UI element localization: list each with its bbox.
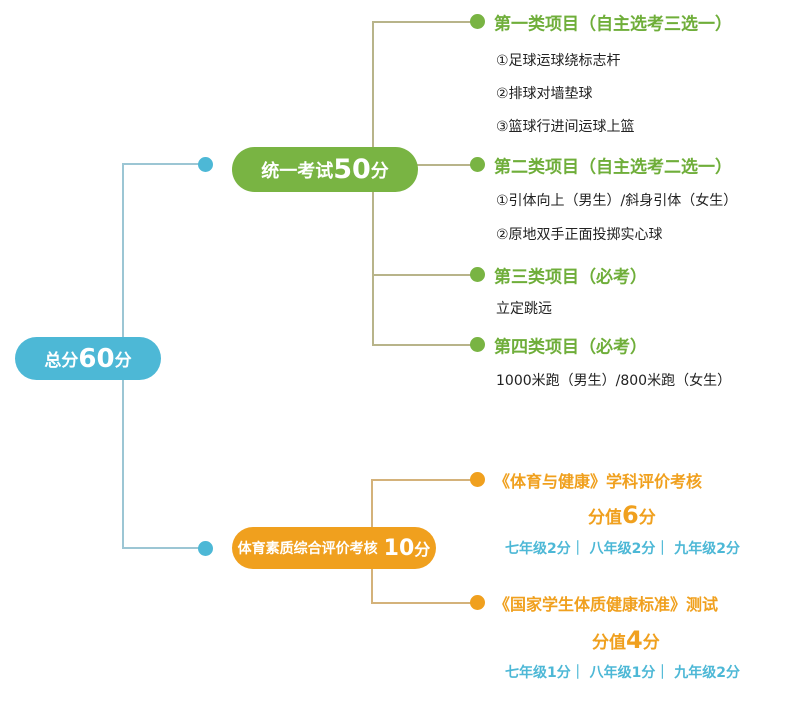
score-unit: 分 bbox=[642, 633, 660, 653]
node-dot bbox=[470, 157, 485, 172]
category-item: ②排球对墙垫球 bbox=[496, 86, 593, 102]
category-item: ①引体向上（男生）/斜身引体（女生） bbox=[496, 193, 738, 209]
quality-score: 10 bbox=[383, 535, 415, 561]
quality-unit: 分 bbox=[414, 540, 431, 559]
grade-breakdown: 七年级1分｜ 八年级1分｜ 九年级2分 bbox=[505, 665, 740, 681]
root-score: 60 bbox=[78, 343, 115, 374]
grade-breakdown: 七年级2分｜ 八年级2分｜ 九年级2分 bbox=[505, 541, 740, 557]
score-prefix: 分值 bbox=[592, 633, 626, 653]
score-unit: 分 bbox=[638, 508, 656, 528]
part-title: 《体育与健康》学科评价考核 bbox=[494, 472, 703, 491]
score-value: 6 bbox=[622, 501, 639, 529]
unified-score: 50 bbox=[333, 154, 371, 185]
node-dot bbox=[470, 595, 485, 610]
node-dot bbox=[470, 267, 485, 282]
category-title: 第一类项目（自主选考三选一） bbox=[494, 14, 732, 35]
unified-label: 统一考试 bbox=[261, 160, 334, 182]
root-unit: 分 bbox=[114, 351, 132, 371]
node-dot bbox=[470, 337, 485, 352]
category-title: 第二类项目（自主选考二选一） bbox=[494, 157, 732, 178]
category-item: 立定跳远 bbox=[496, 301, 552, 317]
connector bbox=[372, 274, 472, 276]
connector bbox=[372, 344, 472, 346]
connector bbox=[372, 164, 472, 166]
score-value: 4 bbox=[626, 626, 643, 654]
part-score: 分值6分 bbox=[588, 501, 656, 529]
connector bbox=[122, 163, 202, 165]
score-prefix: 分值 bbox=[588, 508, 622, 528]
node-dot bbox=[470, 472, 485, 487]
unified-unit: 分 bbox=[370, 160, 389, 182]
root-label: 总分 bbox=[44, 351, 79, 371]
connector bbox=[122, 547, 202, 549]
part-title: 《国家学生体质健康标准》测试 bbox=[494, 595, 719, 614]
category-title: 第四类项目（必考） bbox=[494, 337, 647, 358]
category-item: 1000米跑（男生）/800米跑（女生） bbox=[496, 373, 732, 389]
category-item: ①足球运球绕标志杆 bbox=[496, 53, 621, 69]
category-title: 第三类项目（必考） bbox=[494, 267, 647, 288]
category-item: ③篮球行进间运球上篮 bbox=[496, 119, 635, 135]
category-item: ②原地双手正面投掷实心球 bbox=[496, 227, 663, 243]
connector bbox=[371, 479, 471, 481]
node-dot bbox=[198, 541, 213, 556]
connector bbox=[372, 21, 472, 23]
node-dot bbox=[198, 157, 213, 172]
quality-label: 体育素质综合评价考核 bbox=[237, 541, 378, 557]
part-score: 分值4分 bbox=[592, 626, 660, 654]
node-dot bbox=[470, 14, 485, 29]
connector bbox=[371, 602, 471, 604]
